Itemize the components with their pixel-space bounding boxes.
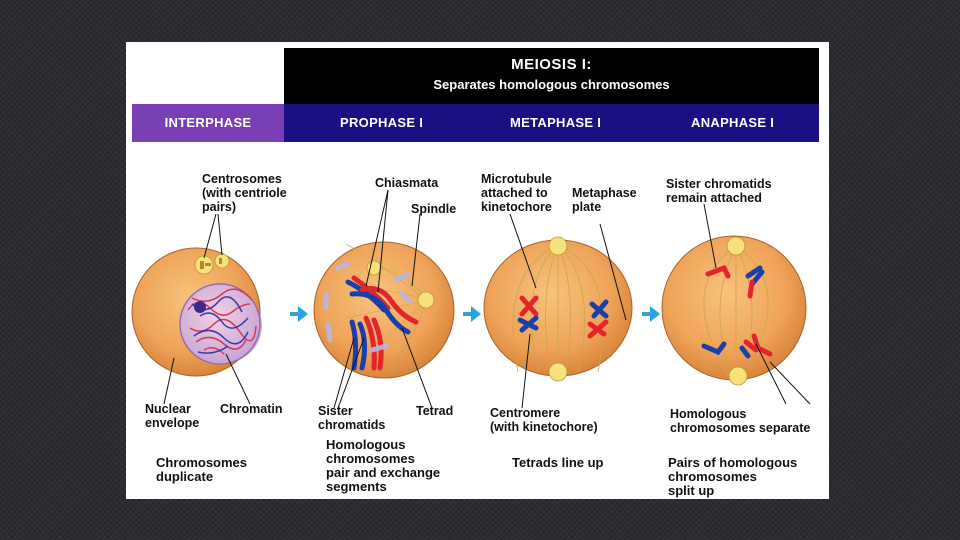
label-metaphase-plate: Metaphase plate [572, 186, 637, 214]
label-chromatin: Chromatin [220, 402, 283, 416]
prophase-cell [314, 242, 454, 378]
caption-prophase: Homologous chromosomes pair and exchange… [326, 438, 440, 494]
label-sister-chromatids: Sister chromatids [318, 404, 385, 432]
label-microtubule: Microtubule attached to kinetochore [481, 172, 552, 214]
label-centrosomes: Centrosomes (with centriole pairs) [202, 172, 287, 214]
interphase-cell [132, 248, 262, 376]
arrow-right-icon [290, 306, 308, 322]
label-nuclear-envelope: Nuclear envelope [145, 402, 199, 430]
arrow-right-icon [642, 306, 660, 322]
meiosis-diagram-panel: MEIOSIS I: Separates homologous chromoso… [126, 42, 829, 499]
arrow-right-icon [463, 306, 481, 322]
label-tetrad: Tetrad [416, 404, 453, 418]
label-sister-attached: Sister chromatids remain attached [666, 177, 772, 205]
anaphase-cell [662, 236, 806, 385]
label-homologous-separate: Homologous chromosomes separate [670, 407, 810, 435]
label-spindle: Spindle [411, 202, 456, 216]
caption-anaphase: Pairs of homologous chromosomes split up [668, 456, 797, 498]
label-centromere: Centromere (with kinetochore) [490, 406, 598, 434]
label-chiasmata: Chiasmata [375, 176, 438, 190]
caption-metaphase: Tetrads line up [512, 456, 604, 470]
caption-interphase: Chromosomes duplicate [156, 456, 247, 484]
